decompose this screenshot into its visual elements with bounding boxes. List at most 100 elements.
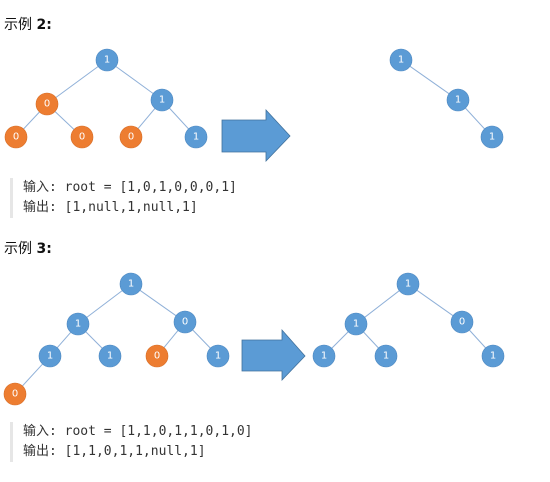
example-3-input-value: root = [1,1,0,1,1,0,1,0] bbox=[56, 424, 253, 439]
example-3-after-tree-node-a: 1 bbox=[396, 272, 420, 296]
example-2-input-value: root = [1,0,1,0,0,0,1] bbox=[56, 180, 237, 195]
example-2-after-tree-node-g: 1 bbox=[480, 125, 504, 149]
example-3-before-tree-node-e-circle bbox=[98, 344, 122, 368]
example-2-after-tree-node-c-circle bbox=[446, 88, 470, 112]
example-3-before-tree-node-a-label: 1 bbox=[128, 279, 134, 290]
example-3-after-tree-node-c: 0 bbox=[450, 310, 474, 334]
example-3-after-tree-node-g-circle bbox=[481, 344, 505, 368]
example-3-before-tree-edge-b-e bbox=[85, 331, 103, 349]
example-3-after-tree: 1 1 0 1 1 1 bbox=[312, 272, 505, 368]
example-3-before-tree-node-f: 0 bbox=[145, 344, 169, 368]
example-3-before-tree-node-d-label: 1 bbox=[47, 351, 53, 362]
example-3-before-tree-node-f-circle bbox=[145, 344, 169, 368]
example-2-before-tree-node-a-label: 1 bbox=[104, 55, 110, 66]
example-2-before-tree-node-c: 1 bbox=[150, 88, 174, 112]
example-3-before-tree-node-g-label: 1 bbox=[215, 351, 221, 362]
example-3-after-tree-edge-c-g bbox=[469, 329, 486, 349]
example-3-before-tree-node-a-circle bbox=[119, 272, 143, 296]
example-2-before-tree-edge-c-g bbox=[169, 107, 189, 130]
example-2-input-line: 输入: root = [1,0,1,0,0,0,1] bbox=[23, 178, 543, 198]
example-3-after-tree-node-a-circle bbox=[396, 272, 420, 296]
example-2-before-tree-edge-c-f bbox=[137, 108, 156, 129]
example-3-before-tree-edge-a-c bbox=[139, 289, 177, 317]
example-3-output-value: [1,1,0,1,1,null,1] bbox=[56, 444, 206, 459]
example-2-after-tree-node-a-label: 1 bbox=[398, 55, 404, 66]
example-3-after-tree-node-c-circle bbox=[450, 310, 474, 334]
example-2-before-tree-node-b-label: 0 bbox=[44, 99, 50, 110]
example-3-after-tree-node-b-circle bbox=[344, 312, 368, 336]
example-2-output-line: 输出: [1,null,1,null,1] bbox=[23, 198, 543, 218]
example-3-before-tree-edge-a-b bbox=[86, 290, 123, 318]
example-3-before-tree-node-e-label: 1 bbox=[107, 351, 113, 362]
example-2-before-tree-node-d: 0 bbox=[4, 125, 28, 149]
example-2-before-tree-node-g-circle bbox=[184, 125, 208, 149]
example-2-before-tree-node-a-circle bbox=[95, 48, 119, 72]
example-3-before-tree-node-a: 1 bbox=[119, 272, 143, 296]
example-3-before-tree-node-h-circle bbox=[3, 382, 27, 406]
example-2-before-tree-node-f-circle bbox=[119, 125, 143, 149]
example-3-before-tree-node-f-label: 0 bbox=[154, 351, 160, 362]
example-2-after-tree-node-c: 1 bbox=[446, 88, 470, 112]
example-3-output-label: 输出: bbox=[23, 444, 57, 459]
example-3-before-tree-node-c-circle bbox=[173, 310, 197, 334]
example-2-before-tree-node-b: 0 bbox=[35, 92, 59, 116]
example-3-after-tree-edge-b-e bbox=[363, 331, 379, 349]
example-3-after-tree-edge-a-c bbox=[416, 289, 454, 317]
example-3-diagram: 1 1 0 1 1 0 1 0 1 1 0 1 1 1 bbox=[3, 272, 505, 406]
example-3-input-label: 输入: bbox=[23, 424, 57, 439]
example-3-transform-arrow bbox=[241, 328, 306, 381]
example-3-before-tree-node-b-label: 1 bbox=[75, 319, 81, 330]
example-3-after-tree-node-g-label: 1 bbox=[490, 351, 496, 362]
example-3-before-tree-node-d: 1 bbox=[38, 344, 62, 368]
example-3-before-tree-node-b: 1 bbox=[66, 312, 90, 336]
example-3-output-line: 输出: [1,1,0,1,1,null,1] bbox=[23, 442, 543, 462]
example-2-before-tree-node-a: 1 bbox=[95, 48, 119, 72]
example-3-before-tree-node-c: 0 bbox=[173, 310, 197, 334]
example-3-after-tree-node-b-label: 1 bbox=[353, 319, 359, 330]
example-3-before-tree-edge-c-f bbox=[163, 330, 179, 348]
example-3-title: 示例 3: bbox=[4, 238, 52, 258]
example-3-after-tree-node-e-label: 1 bbox=[383, 351, 389, 362]
example-2-after-tree-edge-a-c bbox=[409, 65, 450, 95]
example-3-after-tree-node-b: 1 bbox=[344, 312, 368, 336]
example-3-before-tree-edge-d-h bbox=[22, 363, 43, 387]
example-3-before-tree: 1 1 0 1 1 0 1 0 bbox=[3, 272, 230, 406]
example-2-before-tree-node-c-circle bbox=[150, 88, 174, 112]
example-3-after-tree-node-d-label: 1 bbox=[321, 351, 327, 362]
example-2-after-tree-node-g-circle bbox=[480, 125, 504, 149]
example-3-after-tree-node-e-circle bbox=[374, 344, 398, 368]
example-2-before-tree-node-b-circle bbox=[35, 92, 59, 116]
example-2-before-tree-node-g-label: 1 bbox=[193, 132, 199, 143]
example-3-after-tree-node-c-label: 0 bbox=[459, 317, 465, 328]
example-3-code-block: 输入: root = [1,1,0,1,1,0,1,0] 输出: [1,1,0,… bbox=[10, 422, 543, 462]
example-2-code-block: 输入: root = [1,0,1,0,0,0,1] 输出: [1,null,1… bbox=[10, 178, 543, 218]
example-3-after-tree-node-d: 1 bbox=[312, 344, 336, 368]
example-2-title-number: 2: bbox=[36, 17, 52, 33]
example-2-after-tree-edge-c-g bbox=[465, 107, 485, 130]
example-3-before-tree-node-h: 0 bbox=[3, 382, 27, 406]
example-3-input-line: 输入: root = [1,1,0,1,1,0,1,0] bbox=[23, 422, 543, 442]
example-2-before-tree-edge-b-e bbox=[54, 111, 75, 130]
example-2-before-tree-node-f: 0 bbox=[119, 125, 143, 149]
example-2-title: 示例 2: bbox=[4, 14, 52, 34]
example-3-before-tree-edge-c-g bbox=[192, 329, 211, 349]
example-2-before-tree-node-f-label: 0 bbox=[128, 132, 134, 143]
example-3-after-tree-edge-b-d bbox=[331, 331, 349, 349]
example-3-before-tree-node-d-circle bbox=[38, 344, 62, 368]
example-3-after-tree-node-g: 1 bbox=[481, 344, 505, 368]
example-3-after-tree-node-d-circle bbox=[312, 344, 336, 368]
example-2-before-tree-node-d-circle bbox=[4, 125, 28, 149]
example-3-before-tree-node-e: 1 bbox=[98, 344, 122, 368]
example-3-title-number: 3: bbox=[36, 241, 52, 257]
example-2-after-tree-node-a: 1 bbox=[389, 48, 413, 72]
example-3-after-tree-edge-a-b bbox=[364, 290, 400, 318]
example-2-output-label: 输出: bbox=[23, 200, 57, 215]
example-3-before-tree-node-g: 1 bbox=[206, 344, 230, 368]
example-3-after-tree-node-a-label: 1 bbox=[405, 279, 411, 290]
example-3-title-text: 示例 bbox=[4, 241, 37, 257]
example-3-before-tree-node-h-label: 0 bbox=[12, 389, 18, 400]
example-2-before-tree-edge-b-d bbox=[23, 111, 40, 130]
example-2-after-tree-node-a-circle bbox=[389, 48, 413, 72]
example-3-before-tree-edge-b-d bbox=[56, 331, 72, 349]
